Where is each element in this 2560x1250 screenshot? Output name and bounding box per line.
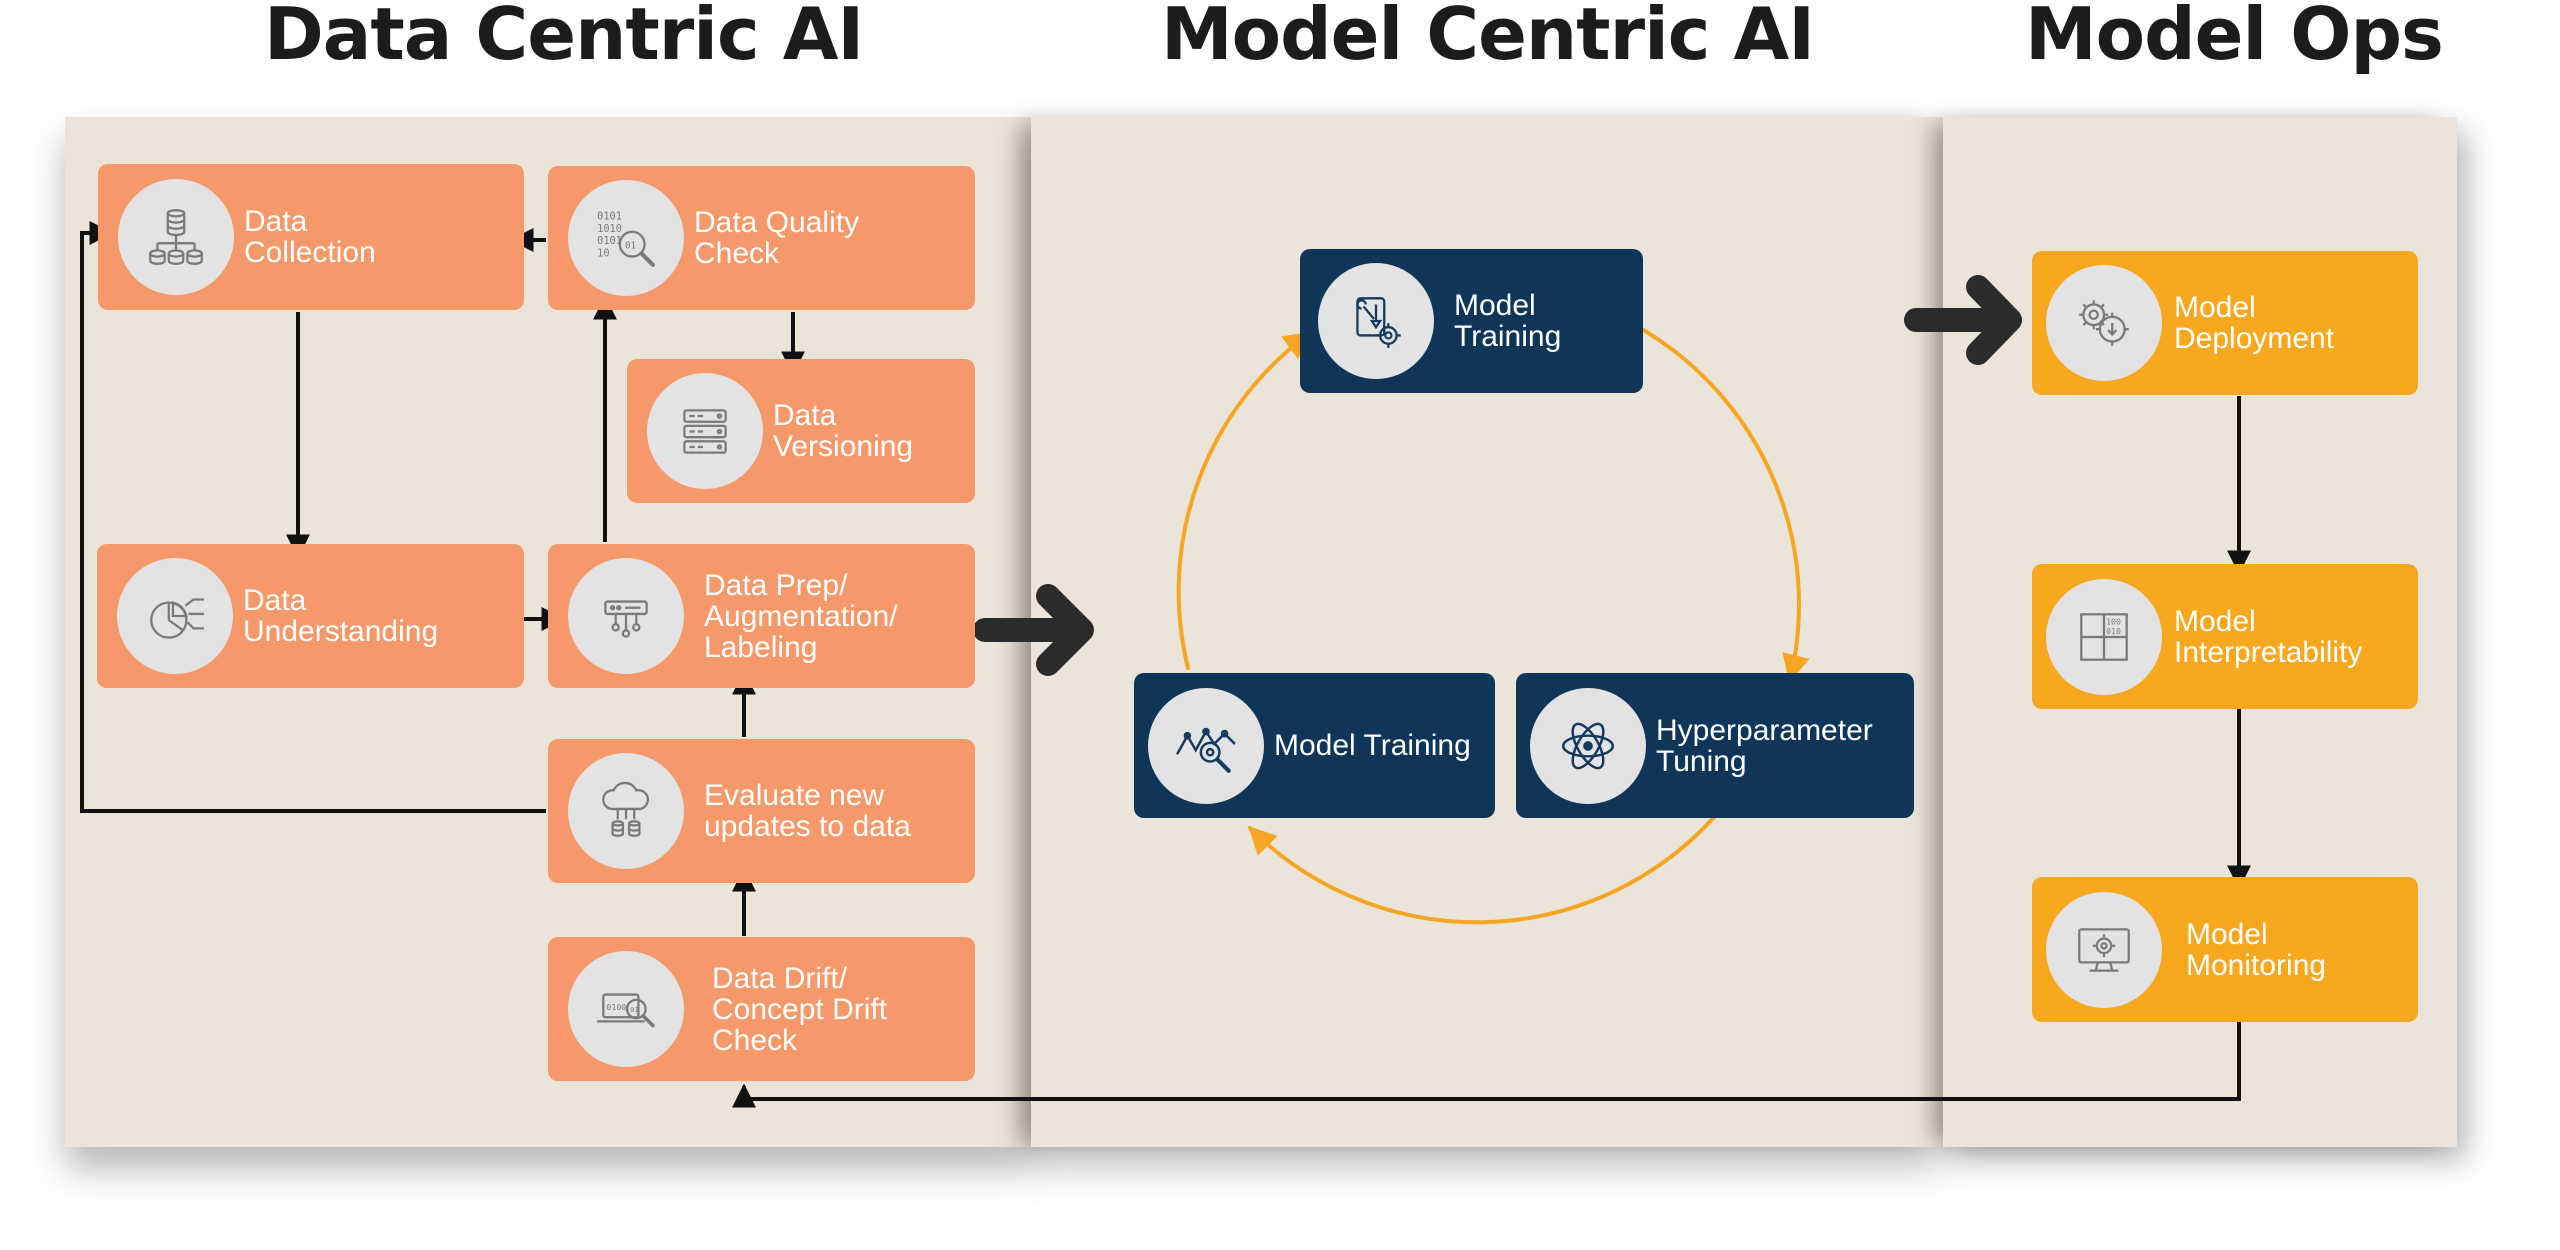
model-training-left-icon-circle	[1148, 687, 1264, 804]
evaluate-updates-box[interactable]: Evaluate new updates to data	[548, 739, 975, 883]
cycle-arc-training-to-tuning	[1638, 326, 1810, 683]
model-monitoring-icon-circle	[2046, 891, 2162, 1008]
model-deployment-box[interactable]: Model Deployment	[2032, 251, 2418, 395]
binary-top-text: 0101	[597, 210, 622, 222]
binary-last-text: 10	[597, 248, 609, 260]
cloud-database-icon	[602, 781, 650, 837]
data-versioning-icon-circle	[647, 373, 763, 489]
pipeline-icon	[604, 600, 648, 638]
data-versioning-label: Data Versioning	[773, 399, 914, 463]
data-collection-icon-circle	[118, 179, 234, 295]
data-prep-box[interactable]: Data Prep/ Augmentation/ Labeling	[548, 544, 975, 688]
hyperparameter-tuning-box[interactable]: Hyperparameter Tuning	[1516, 673, 1914, 818]
drift-badge-text: 01	[630, 1005, 639, 1014]
line-chart-magnifier-icon	[1176, 727, 1236, 773]
binary-badge-text: 01	[625, 240, 636, 251]
server-rack-icon	[683, 409, 727, 454]
pie-chart-icon	[150, 598, 204, 639]
model-deployment-label: Model Deployment	[2174, 291, 2335, 355]
data-centric-heading: Data Centric AI	[264, 0, 864, 76]
big-arrow-to-model-ops	[1904, 275, 2022, 365]
binary-magnifier-icon: 0101 1010 0101 10 01	[597, 210, 655, 267]
database-network-icon	[149, 209, 203, 265]
drift-digits-text: 0100	[606, 1002, 626, 1012]
monitor-gear-icon	[2078, 927, 2130, 972]
model-centric-heading: Model Centric AI	[1161, 0, 1815, 76]
data-understanding-label: Data Understanding	[243, 584, 439, 648]
binary-mid-text: 1010	[597, 223, 622, 235]
model-ops-heading: Model Ops	[2025, 0, 2444, 76]
arrow-monitoring-to-drift	[732, 1022, 2241, 1108]
laptop-magnifier-icon: 0100 01	[597, 993, 655, 1028]
data-quality-check-label: Data Quality Check	[694, 206, 860, 270]
evaluate-updates-label: Evaluate new updates to data	[704, 779, 911, 843]
drift-check-icon-circle: 0100 01	[568, 951, 684, 1067]
model-training-top-icon-circle	[1318, 263, 1434, 379]
model-training-top-label: Model Training	[1454, 289, 1562, 353]
data-versioning-box[interactable]: Data Versioning	[627, 359, 975, 503]
cycle-arc-left-to-training	[1176, 331, 1313, 670]
data-collection-label: Data Collection	[244, 205, 376, 269]
gears-download-icon	[2079, 300, 2129, 346]
arrow-evaluate-to-collection	[80, 221, 546, 813]
data-understanding-icon-circle	[117, 558, 233, 674]
model-interpretability-icon-circle: 100 010	[2046, 578, 2162, 695]
grid-binary-icon: 100 010	[2080, 612, 2128, 661]
drift-check-label: Data Drift/ Concept Drift Check	[712, 961, 888, 1057]
data-quality-check-box[interactable]: 0101 1010 0101 10 01 Data Quality Check	[548, 166, 975, 310]
hyperparameter-tuning-label: Hyperparameter Tuning	[1656, 713, 1873, 778]
tools-gear-icon	[1356, 297, 1401, 348]
model-training-left-label: Model Training	[1274, 729, 1471, 762]
hyperparameter-tuning-icon-circle	[1530, 687, 1646, 804]
model-interpretability-label: Model Interpretability	[2174, 604, 2363, 669]
data-quality-check-icon-circle: 0101 1010 0101 10 01	[568, 180, 684, 296]
grid-top-text: 100	[2106, 616, 2121, 626]
atom-network-icon	[1562, 722, 1614, 769]
grid-mid-text: 010	[2106, 625, 2121, 635]
data-understanding-box[interactable]: Data Understanding	[97, 544, 524, 688]
drift-check-box[interactable]: 0100 01 Data Drift/ Concept Drift Check	[548, 937, 975, 1081]
binary-low-text: 0101	[597, 235, 622, 247]
model-monitoring-label: Model Monitoring	[2186, 917, 2327, 982]
data-collection-box[interactable]: Data Collection	[98, 164, 524, 310]
big-arrow-to-model-centric	[973, 584, 1094, 676]
model-monitoring-box[interactable]: Model Monitoring	[2032, 877, 2418, 1022]
model-training-left-box[interactable]: Model Training	[1134, 673, 1495, 818]
cycle-arc-tuning-to-left	[1248, 814, 1717, 925]
model-interpretability-box[interactable]: 100 010 Model Interpretability	[2032, 564, 2418, 709]
model-deployment-icon-circle	[2046, 265, 2162, 381]
data-prep-label: Data Prep/ Augmentation/ Labeling	[704, 568, 898, 664]
data-prep-icon-circle	[568, 558, 684, 674]
evaluate-updates-icon-circle	[568, 753, 684, 869]
model-training-top-box[interactable]: Model Training	[1300, 249, 1643, 393]
